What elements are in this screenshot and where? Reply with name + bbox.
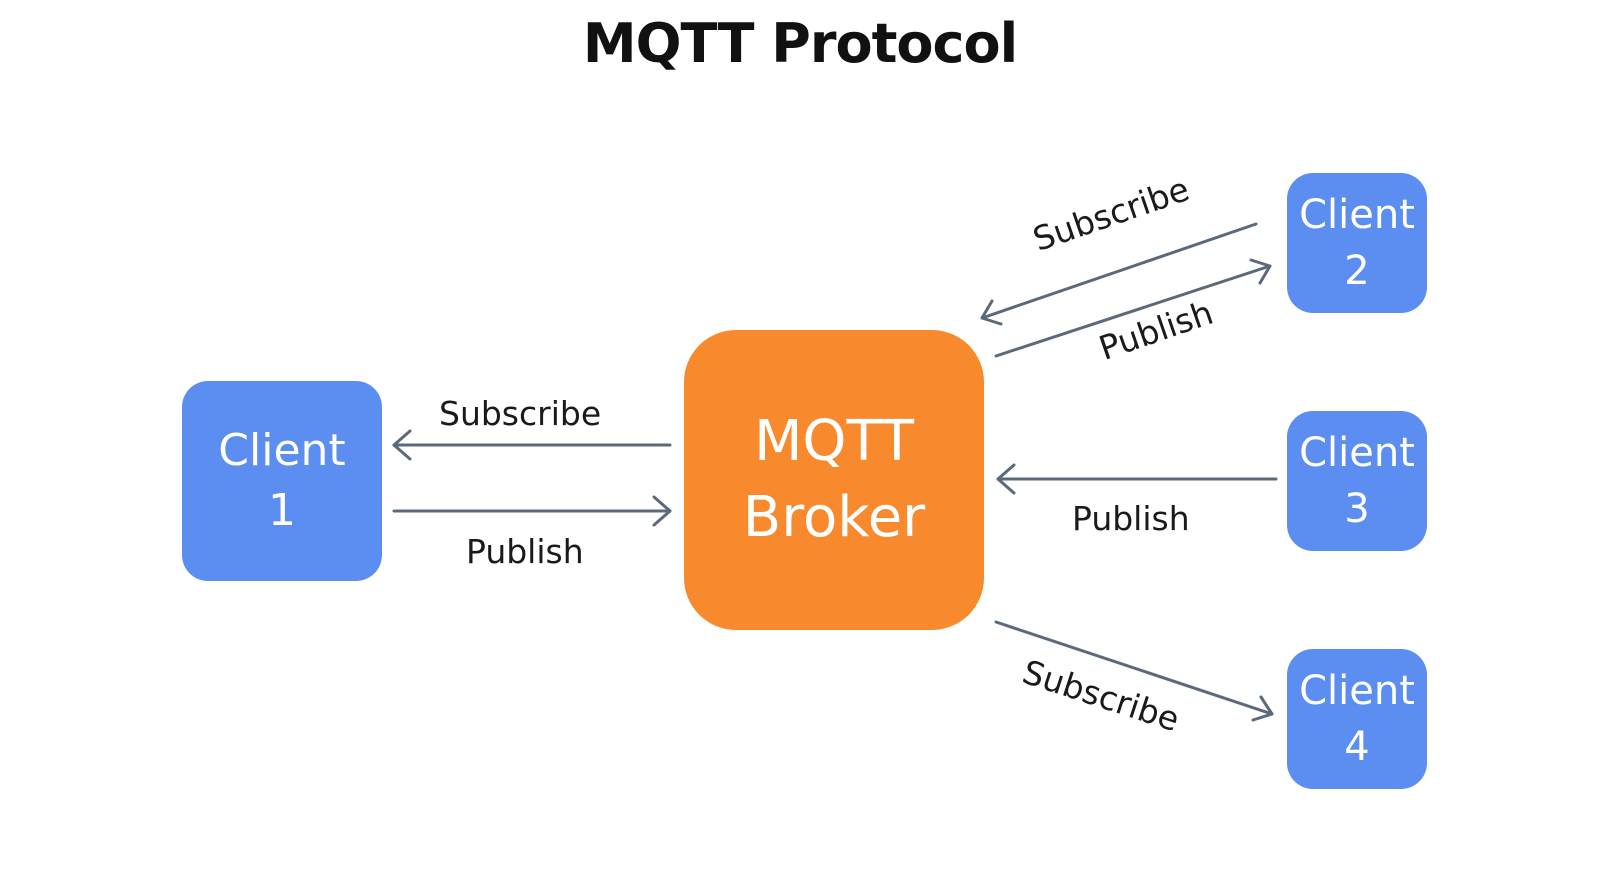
client-1-box: Client 1 [182, 381, 382, 581]
label-c1-subscribe: Subscribe [439, 394, 602, 433]
broker-line1: MQTT [754, 409, 914, 474]
client-2-box: Client 2 [1287, 173, 1427, 313]
client-4-box: Client 4 [1287, 649, 1427, 789]
label-c1-publish: Publish [466, 532, 584, 571]
client-2-line2: 2 [1344, 248, 1370, 294]
client-3-line1: Client [1299, 430, 1415, 476]
arrow-c3-publish [996, 463, 1278, 495]
mqtt-broker-box: MQTT Broker [684, 330, 984, 630]
page-title: MQTT Protocol [582, 12, 1018, 75]
arrow-c1-subscribe [392, 429, 672, 461]
client-4-line1: Client [1299, 668, 1415, 714]
client-1-line1: Client [218, 425, 346, 476]
client-3-line2: 3 [1344, 486, 1370, 532]
arrow-c2-publish [994, 258, 1272, 358]
arrow-c2-subscribe [980, 222, 1258, 326]
client-2-line1: Client [1299, 192, 1415, 238]
arrow-c1-publish [392, 495, 672, 527]
label-c3-publish: Publish [1072, 499, 1190, 538]
broker-line2: Broker [742, 485, 926, 550]
client-1-line2: 1 [267, 485, 296, 536]
client-4-line2: 4 [1344, 724, 1370, 770]
arrow-c4-subscribe [994, 620, 1274, 722]
client-3-box: Client 3 [1287, 411, 1427, 551]
